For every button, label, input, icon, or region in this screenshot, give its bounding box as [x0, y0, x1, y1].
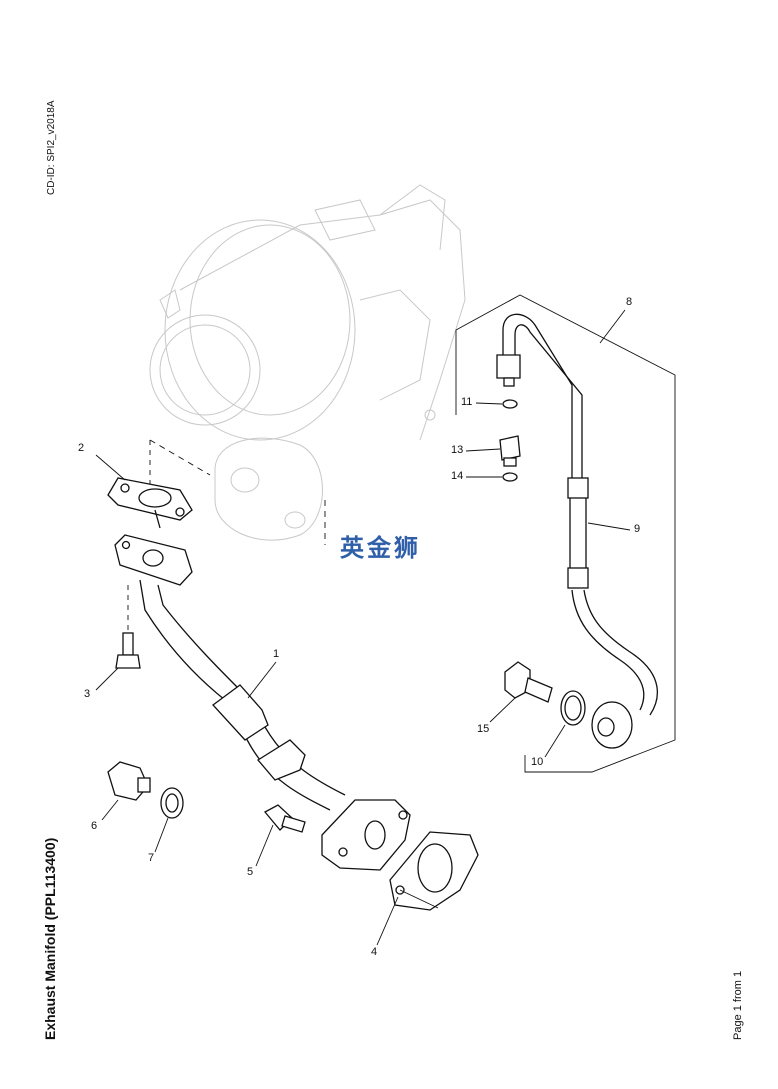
bolt-part-5	[263, 804, 306, 833]
o-ring-part-14	[502, 472, 518, 482]
callout-2: 2	[78, 442, 85, 454]
stud-bolt-part-3	[115, 632, 141, 669]
callout-13: 13	[451, 444, 464, 456]
exhaust-pipe-part-1	[114, 534, 411, 871]
leader-lines	[95, 309, 631, 946]
callout-4: 4	[371, 946, 378, 958]
turbocharger-ghost	[149, 184, 466, 541]
callout-3: 3	[84, 688, 91, 700]
o-ring-part-11	[502, 399, 518, 409]
oil-feed-bracket	[455, 294, 676, 773]
callout-9: 9	[634, 523, 641, 535]
callout-7: 7	[148, 852, 155, 864]
callout-8: 8	[626, 296, 633, 308]
watermark-logo-text: 英金狮	[340, 534, 421, 562]
banjo-bolt-part-15	[504, 661, 553, 703]
callout-11: 11	[461, 396, 473, 408]
adapter-part-13	[499, 435, 521, 467]
oil-feed-pipe-part-9	[496, 313, 659, 749]
plug-part-6	[107, 761, 151, 801]
washer-part-10	[560, 690, 586, 726]
callout-10: 10	[531, 756, 544, 768]
washer-part-7	[160, 787, 184, 819]
callout-6: 6	[91, 820, 98, 832]
alignment-lines	[124, 439, 326, 630]
callout-15: 15	[477, 723, 490, 735]
callout-1: 1	[273, 648, 280, 660]
gasket-part-2	[107, 477, 193, 529]
callout-14: 14	[451, 470, 464, 482]
callout-5: 5	[247, 866, 254, 878]
flange-gasket-part-4	[389, 831, 479, 911]
